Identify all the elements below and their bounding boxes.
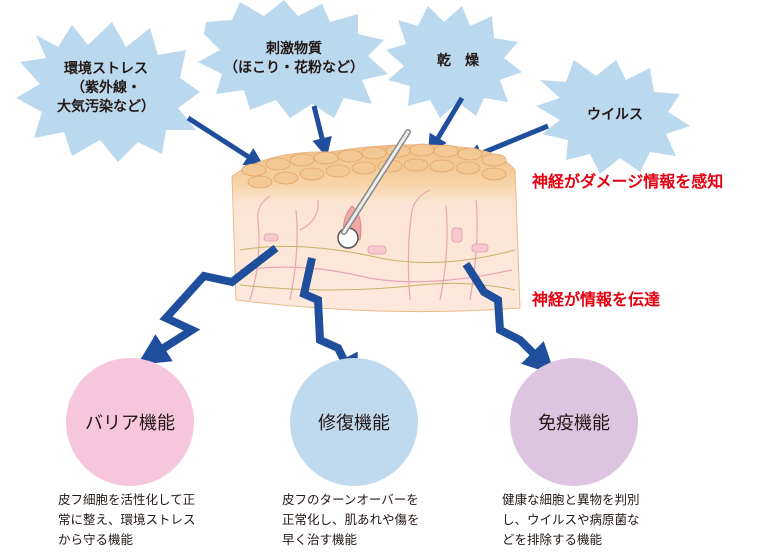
arrow-irritant: [311, 105, 332, 158]
skin-cross-section: [231, 129, 521, 313]
function-circle-barrier: バリア機能: [66, 358, 194, 486]
signal-arrow-barrier: [137, 244, 279, 365]
stressor-irritant-line-1: 刺激物質: [266, 41, 322, 57]
stressor-virus: ウイルス: [572, 106, 658, 125]
label-detect: 神経がダメージ情報を感知: [532, 172, 724, 191]
function-desc-barrier-line-3: から守る機能: [58, 532, 134, 547]
function-desc-barrier: 皮フ細胞を活性化して正 常に整え、環境ストレス から守る機能: [58, 490, 196, 550]
stressor-dryness: 乾 燥: [420, 52, 496, 71]
stressor-environment-line-3: 大気汚染など）: [57, 99, 155, 115]
label-transmit: 神経が情報を伝達: [532, 290, 661, 309]
function-name-barrier: バリア機能: [85, 413, 175, 434]
function-circle-repair: 修復機能: [290, 358, 418, 486]
function-name-repair: 修復機能: [318, 413, 390, 434]
function-desc-immune-line-1: 健康な細胞と異物を判別: [502, 492, 640, 507]
function-desc-repair-line-2: 正常化し、肌あれや傷を: [282, 512, 420, 527]
function-desc-repair-line-3: 早く治す機能: [282, 532, 358, 547]
stressor-environment: 環境ストレス （紫外線・ 大気汚染など）: [52, 60, 160, 117]
stressor-environment-line-1: 環境ストレス: [64, 61, 148, 77]
stressor-virus-line-1: ウイルス: [587, 107, 643, 123]
arrow-environment: [186, 115, 265, 168]
function-desc-immune-line-3: どを排除する機能: [502, 532, 603, 547]
signal-arrow-repair: [299, 257, 358, 388]
function-desc-barrier-line-1: 皮フ細胞を活性化して正: [58, 492, 196, 507]
arrow-dryness: [427, 96, 465, 155]
function-desc-repair-line-1: 皮フのターンオーバーを: [282, 492, 419, 507]
stressor-irritant-line-2: （ほこり・花粉など）: [224, 60, 364, 76]
stressor-irritant: 刺激物質 （ほこり・花粉など）: [224, 40, 364, 78]
function-circle-immune: 免疫機能: [510, 358, 638, 486]
function-name-immune: 免疫機能: [538, 413, 610, 434]
function-desc-immune-line-2: し、ウイルスや病原菌な: [502, 512, 640, 527]
stressor-environment-line-2: （紫外線・: [71, 80, 141, 96]
stressor-burst-3: [386, 6, 522, 118]
stressor-burst-1: [16, 22, 200, 162]
function-desc-repair: 皮フのターンオーバーを 正常化し、肌あれや傷を 早く治す機能: [282, 490, 420, 550]
function-desc-immune: 健康な細胞と異物を判別 し、ウイルスや病原菌な どを排除する機能: [502, 490, 640, 550]
stressor-dryness-line-1: 乾 燥: [437, 53, 479, 69]
signal-arrow-immune: [462, 261, 556, 376]
stressor-burst-4: [536, 60, 690, 174]
signal-arrows: [137, 244, 556, 388]
function-desc-barrier-line-2: 常に整え、環境ストレス: [58, 512, 196, 527]
stressor-burst-2: [198, 0, 388, 118]
